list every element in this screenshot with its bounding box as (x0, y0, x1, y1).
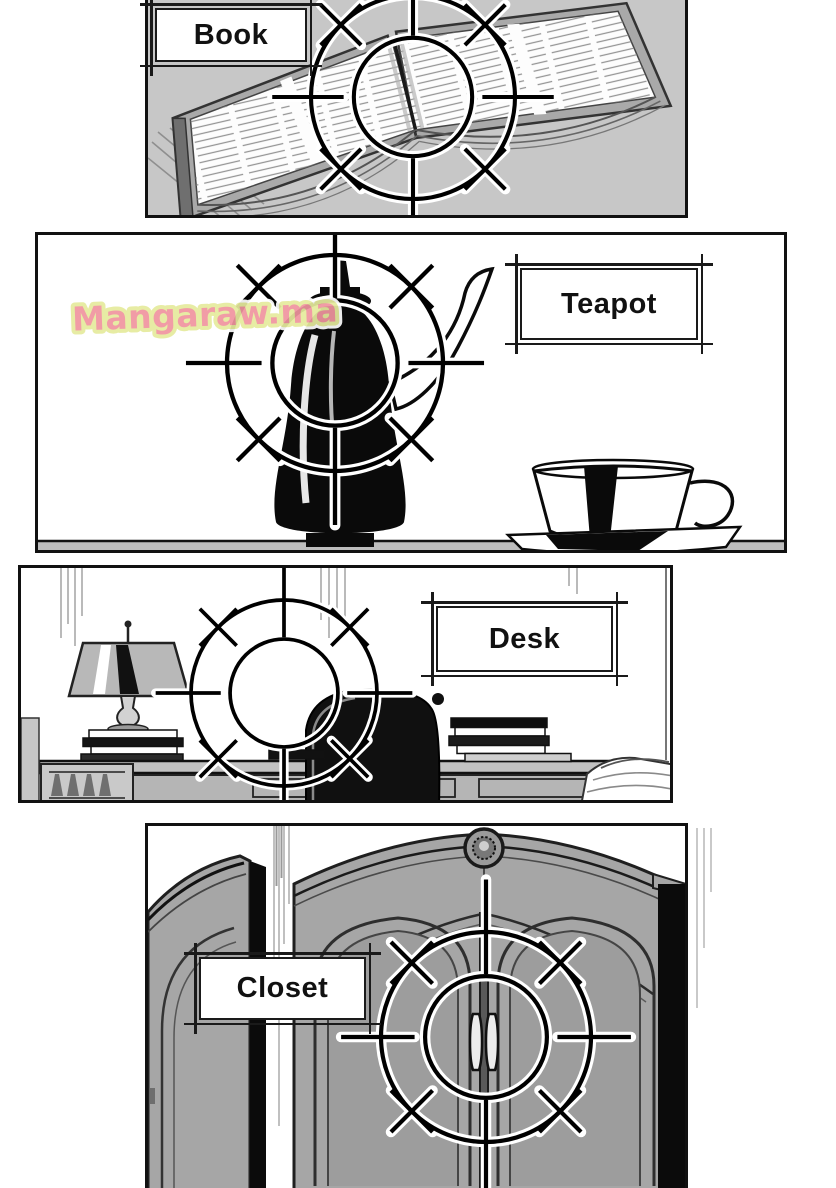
label-text-desk: Desk (488, 622, 561, 655)
shelf (38, 541, 784, 550)
watermark: Mangaraw.ma Mangaraw.ma (64, 284, 344, 346)
book-stack-right (268, 717, 572, 763)
label-text-closet: Closet (236, 972, 329, 1004)
lamp-illustration (67, 620, 191, 735)
label-box-teapot: Teapot (505, 254, 713, 354)
door-handles (468, 1012, 500, 1072)
label-text-book: Book (193, 18, 269, 51)
panel-teapot (35, 232, 787, 553)
teapot-artwork (38, 235, 784, 550)
book-stack-left (80, 729, 184, 763)
teacup-illustration (505, 458, 743, 550)
label-box-book: Book (140, 0, 322, 76)
closet-artwork (148, 826, 685, 1188)
bed-illustration (581, 756, 670, 800)
panel-book (145, 0, 688, 218)
panel-desk (18, 565, 673, 803)
right-gap (652, 872, 685, 1188)
panel-closet (145, 823, 688, 1188)
label-box-closet: Closet (184, 943, 381, 1034)
margin-speed-lines (694, 828, 720, 1018)
label-text-teapot: Teapot (561, 287, 657, 320)
book-artwork (148, 0, 673, 215)
desk-artwork (21, 568, 670, 800)
label-box-desk: Desk (421, 592, 628, 686)
watermark-text: Mangaraw.ma (71, 290, 338, 338)
